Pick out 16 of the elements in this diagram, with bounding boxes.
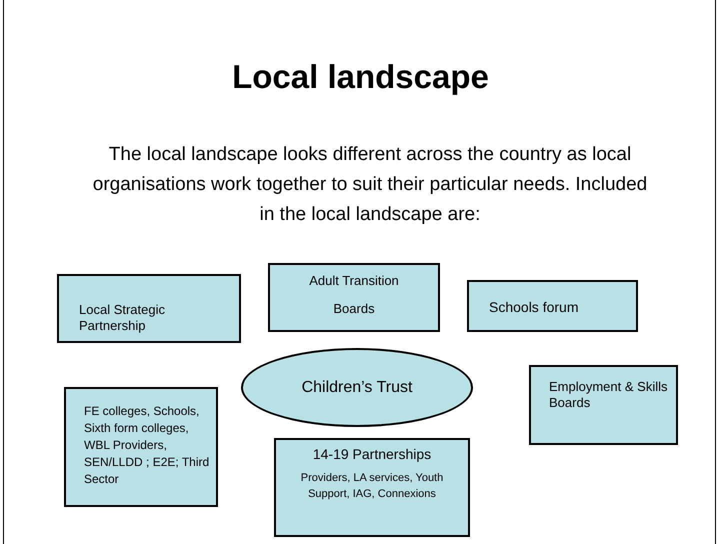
node-label: FE colleges, Schools, Sixth form colleges, WBL Providers, SEN/LLDD ; E2E; Third Sector [84,403,210,488]
node-label: Local Strategic Partnership [79,302,166,334]
organisation-box [274,438,470,537]
node-description: Providers, LA services, Youth Support, IAG, Connexions [300,470,444,502]
slide-title: Local landscape [231,58,490,96]
organisation-box [529,365,678,445]
organisation-box [467,280,638,332]
organisation-box [57,274,241,343]
intro-paragraph: The local landscape looks different across the country as local organisations work together to suit their particular needs. Included in the local landscape are: [92,143,648,227]
organisation-box [64,387,218,507]
node-label: Children’s Trust [300,378,414,398]
node-label: 14-19 Partnerships [312,446,432,464]
organisation-box [268,263,440,332]
node-label: Employment & Skills Boards [549,379,668,412]
node-label: Adult Transition Boards [308,272,400,318]
node-label: Schools forum [489,299,580,316]
